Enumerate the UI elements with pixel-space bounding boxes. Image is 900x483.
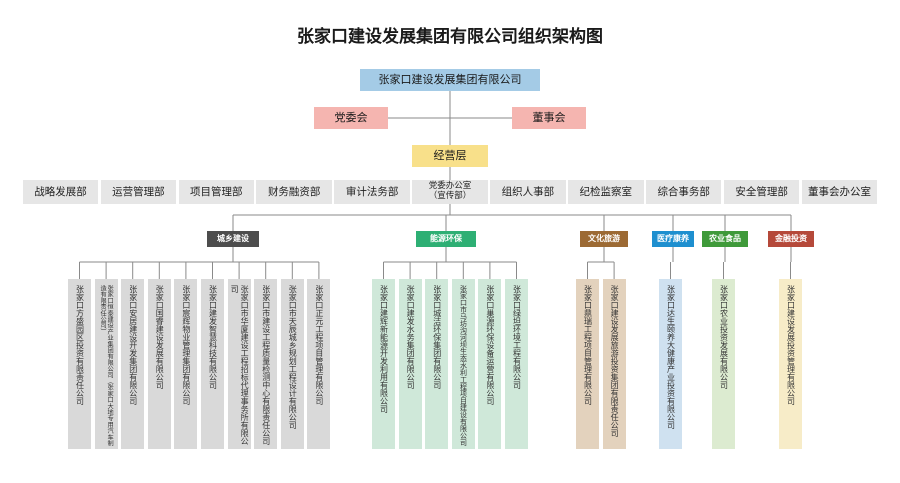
management-box: 经营层 [412,145,488,167]
company-box: 张家口建设发展投资管理有限公司 [779,279,802,449]
company-box: 张家口农业投资发展有限公司 [712,279,735,449]
company-name: 张家口农业投资发展有限公司 [719,285,729,389]
sector-label-3: 医疗康养 [652,231,694,247]
company-box: 张家口达生颐养大健康产业投资有限公司 [659,279,682,449]
sector-label-2: 文化旅游 [580,231,628,247]
department-box-label: 党委办公室 （宣传部） [428,181,472,201]
company-name: 张家口巢源环保设备运营有限公司 [485,285,495,405]
department-box-label: 审计法务部 [345,185,399,198]
department-box: 审计法务部 [334,180,410,204]
department-box: 组织人事部 [490,180,566,204]
department-box-label: 综合事务部 [657,185,710,198]
company-box: 张家口市建设工程质量检测中心有限责任公司 [254,279,278,449]
company-box: 张家口正元工程项目管理有限公司 [307,279,331,449]
company-name: 张家口建设发展旅游投资集团有限责任公司 [610,285,620,437]
department-box-label: 战略发展部 [34,185,87,198]
company-name: 张家口建发智慧科技有限公司 [208,285,218,389]
company-name: 张家口国睿建设发展有限公司 [155,285,165,389]
company-box: 张家口绿坦环境工程有限公司 [505,279,528,449]
department-box-label: 董事会办公室 [808,185,871,198]
sector-label-5-label: 金融投资 [775,234,807,244]
company-box: 张家口市马坊沟河坝生态水利工程项目建设有限公司 [451,279,475,449]
company-name: 张家口市天辰城乡规划工程设计有限公司 [288,285,298,429]
company-name: 张家口达生颐养大健康产业投资有限公司 [666,285,676,429]
company-name: 张家口方盛园区投资有限责任公司 [75,285,85,405]
company-box: 张家口城洁环保集团有限公司 [425,279,449,449]
company-box: 张家口安居建设开发集团有限公司 [121,279,145,449]
company-box: 张家口建设发展旅游投资集团有限责任公司 [602,279,626,449]
department-box-label: 纪检监察室 [579,185,633,198]
department-box: 运营管理部 [100,180,177,204]
company-name: 张家口建发水务集团有限公司 [406,285,416,389]
sector-label-5: 金融投资 [768,231,814,247]
department-box: 财务融资部 [256,180,332,204]
department-box: 项目管理部 [178,180,255,204]
company-name: 张家口建设发展投资管理有限公司 [786,285,796,405]
company-box: 张家口方盛园区投资有限责任公司 [68,279,91,449]
company-name: 张家口鼎瑞工程项目管理有限公司 [583,285,593,405]
sector-label-3-label: 医疗康养 [657,234,689,244]
company-box: 张家口建辉新能源开发利用有限公司 [372,279,395,449]
company-name: 张家口市华厦建设工程招标代理事务所有限公司 [230,285,250,445]
company-box: 张家口建发智慧科技有限公司 [201,279,224,449]
department-box-label: 项目管理部 [190,185,243,198]
sector-label-4-label: 农业食品 [709,234,741,244]
company-name: 张家口安居建设开发集团有限公司 [128,285,138,405]
company-box: 张家口巢源环保设备运营有限公司 [478,279,502,449]
company-name: 张家口绿坦环境工程有限公司 [512,285,522,389]
company-box: 张家口宸辉物业管理集团有限公司 [174,279,198,449]
management-box-label: 经营层 [433,148,467,162]
company-box: 张家口鼎瑞工程项目管理有限公司 [576,279,599,449]
sector-label-1-label: 能源环保 [430,234,462,244]
council-box-party-label: 党委会 [334,110,368,124]
company-box: 张家口恒泰建设产业集团有限公司（张家口大地专用汽车制造有限责任公司） [94,279,118,449]
department-box: 综合事务部 [645,180,722,204]
group-company-box-label: 张家口建设发展集团有限公司 [378,72,522,86]
department-box: 安全管理部 [723,180,800,204]
company-name: 张家口城洁环保集团有限公司 [432,285,442,389]
company-name: 张家口宸辉物业管理集团有限公司 [181,285,191,405]
department-box: 党委办公室 （宣传部） [412,180,488,204]
department-box: 战略发展部 [22,180,99,204]
department-box: 董事会办公室 [801,180,878,204]
company-name: 张家口恒泰建设产业集团有限公司（张家口大地专用汽车制造有限责任公司） [99,285,114,447]
council-box-board: 董事会 [512,107,586,129]
company-name: 张家口建辉新能源开发利用有限公司 [379,285,389,413]
sector-label-0: 城乡建设 [207,231,259,247]
department-box-label: 组织人事部 [501,185,555,198]
department-box-label: 运营管理部 [112,185,165,198]
group-company-box: 张家口建设发展集团有限公司 [360,69,540,91]
sector-label-4: 农业食品 [702,231,748,247]
sector-label-2-label: 文化旅游 [588,234,620,244]
company-box: 张家口国睿建设发展有限公司 [147,279,171,449]
department-box: 纪检监察室 [568,180,644,204]
company-box: 张家口建发水务集团有限公司 [398,279,422,449]
chart-title: 张家口建设发展集团有限公司组织架构图 [297,27,603,47]
company-box: 张家口市天辰城乡规划工程设计有限公司 [280,279,304,449]
council-box-board-label: 董事会 [532,110,566,124]
company-name: 张家口市建设工程质量检测中心有限责任公司 [261,285,271,445]
department-box-label: 安全管理部 [735,185,788,198]
company-name: 张家口正元工程项目管理有限公司 [314,285,324,405]
sector-label-1: 能源环保 [416,231,476,247]
department-box-label: 财务融资部 [267,185,321,198]
company-box: 张家口市华厦建设工程招标代理事务所有限公司 [227,279,251,449]
sector-label-0-label: 城乡建设 [217,234,249,244]
company-name: 张家口市马坊沟河坝生态水利工程项目建设有限公司 [459,285,468,446]
council-box-party: 党委会 [314,107,388,129]
